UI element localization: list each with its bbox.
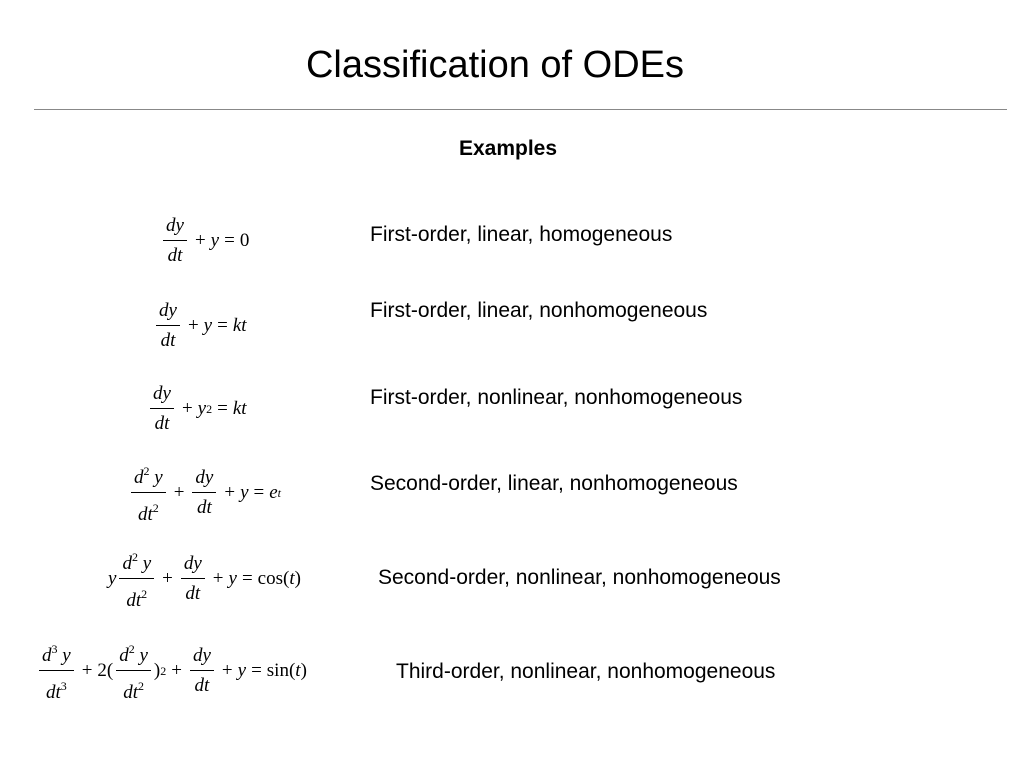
equation-1: dy dt + y = 0: [160, 206, 249, 276]
examples-heading: Examples: [458, 137, 558, 160]
fraction-d2y-dt2: d2 y dt2: [119, 546, 155, 612]
equation-3-description: First-order, nonlinear, nonhomogeneous: [370, 386, 743, 409]
fraction-dy-dt: dy dt: [180, 553, 205, 605]
equation-6-description: Third-order, nonlinear, nonhomogeneous: [396, 660, 776, 683]
fraction-d2y-dt2: d2 y dt2: [131, 460, 166, 526]
fraction-d3y-dt3: d3 y dt3: [39, 638, 74, 704]
fraction-dy-dt: dy dt: [163, 215, 187, 267]
equation-1-description: First-order, linear, homogeneous: [370, 223, 673, 246]
slide-title: Classification of ODEs: [305, 44, 684, 86]
equation-6: d3 y dt3 + 2( d2 y dt2 )2 + dy dt + y = …: [36, 636, 307, 706]
fraction-dy-dt: dy dt: [192, 467, 217, 519]
equation-4-description: Second-order, linear, nonhomogeneous: [370, 472, 738, 495]
equation-5-description: Second-order, nonlinear, nonhomogeneous: [378, 566, 781, 589]
equation-5: y d2 y dt2 + dy dt + y = cos(t): [108, 544, 301, 614]
fraction-d2y-dt2: d2 y dt2: [116, 638, 151, 704]
fraction-dy-dt: dy dt: [150, 383, 174, 435]
equation-2-description: First-order, linear, nonhomogeneous: [370, 299, 708, 322]
fraction-dy-dt: dy dt: [189, 645, 214, 697]
fraction-dy-dt: dy dt: [156, 300, 180, 352]
title-divider: [34, 109, 1007, 110]
equation-2: dy dt + y = kt: [153, 291, 247, 361]
